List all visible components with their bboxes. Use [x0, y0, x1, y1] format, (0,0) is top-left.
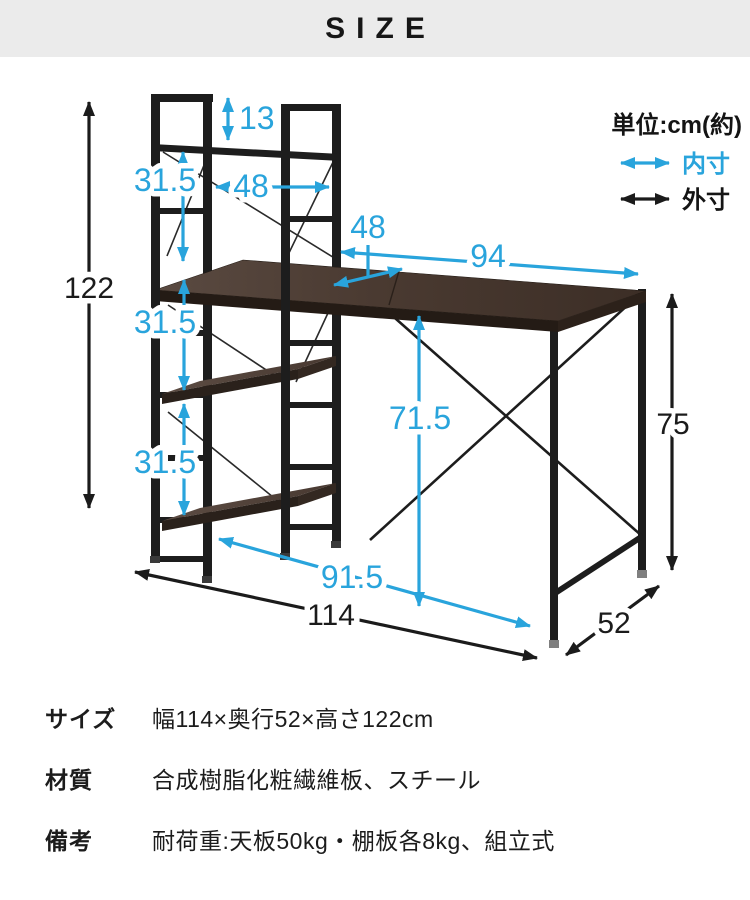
- dim-label-desktop-inner-depth: 48: [350, 209, 386, 245]
- spec-label-notes: 備考: [45, 828, 93, 854]
- desk-front-right-leg: [550, 318, 558, 640]
- dim-label-desktop-inner-width: 94: [470, 238, 506, 274]
- dim-desktop-inner-width: 94: [340, 233, 639, 280]
- dim-overall-depth: 52: [565, 584, 660, 657]
- spec-value-size: 幅114×奥行52×高さ122cm: [152, 706, 434, 732]
- spec-row-notes: 備考 耐荷重:天板50kg・棚板各8kg、組立式: [45, 822, 725, 856]
- tower-top-crossbar: [152, 144, 341, 161]
- dim-overall-height: 122: [58, 101, 120, 509]
- dim-label-overall-width: 114: [307, 599, 355, 632]
- shelf-boards: [162, 356, 336, 531]
- dim-label-overall-depth: 52: [597, 607, 630, 640]
- dim-top-gap: 13: [222, 97, 275, 141]
- tower-left-top-bar: [151, 94, 213, 102]
- outer-label: 外寸: [682, 186, 730, 214]
- dimension-annotations: 13 31.5 48 31.5 31.5 48 94: [58, 97, 695, 661]
- dim-label-section1: 31.5: [134, 162, 196, 198]
- spec-value-material: 合成樹脂化粧繊維板、スチール: [152, 767, 481, 793]
- tower-left-front-post: [151, 94, 160, 556]
- dim-label-section3: 31.5: [134, 444, 196, 480]
- spec-table: サイズ 幅114×奥行52×高さ122cm 材質 合成樹脂化粧繊維板、スチール …: [45, 700, 725, 883]
- spec-row-size: サイズ 幅114×奥行52×高さ122cm: [45, 700, 725, 734]
- desk-back-right-leg: [638, 289, 646, 572]
- bottom-shelf: [162, 483, 336, 531]
- dim-label-section2: 31.5: [134, 304, 196, 340]
- middle-shelf: [162, 356, 336, 404]
- desk-top-right-edge: [558, 291, 646, 332]
- desk-back-right-foot: [637, 570, 647, 578]
- tower-foot-4: [331, 541, 341, 548]
- dim-section2: 31.5: [128, 279, 202, 391]
- dim-label-shelf-inner-width: 48: [233, 168, 269, 204]
- dim-label-inner-span: 91.5: [321, 559, 383, 595]
- tower-right-rungs: [290, 216, 332, 530]
- page-title: SIZE: [325, 11, 436, 45]
- dim-label-under-desk-height: 71.5: [389, 400, 451, 436]
- dim-section1: 31.5: [128, 151, 202, 262]
- inner-label: 内寸: [682, 151, 730, 178]
- dim-section3: 31.5: [128, 403, 202, 516]
- spec-label-size: サイズ: [45, 706, 117, 732]
- dim-label-top-gap: 13: [239, 100, 275, 136]
- dim-label-desk-height: 75: [656, 408, 689, 441]
- unit-note: 単位:cm(約): [611, 111, 742, 139]
- desk-front-right-foot: [549, 640, 559, 648]
- spec-row-material: 材質 合成樹脂化粧繊維板、スチール: [45, 761, 725, 795]
- spec-value-notes: 耐荷重:天板50kg・棚板各8kg、組立式: [152, 828, 555, 854]
- tower-right-top-bar: [281, 104, 341, 111]
- dim-label-overall-height: 122: [64, 272, 114, 305]
- legend: 単位:cm(約) 内寸 外寸: [611, 111, 742, 214]
- tower-right-front-post: [281, 104, 290, 553]
- dim-overall-width: 114: [134, 569, 538, 661]
- dim-inner-span: 91.5: [218, 536, 531, 629]
- size-banner: SIZE: [0, 0, 750, 57]
- tower-foot-1: [150, 556, 160, 563]
- spec-label-material: 材質: [45, 767, 93, 793]
- dim-shelf-inner-width: 48: [215, 163, 330, 210]
- dim-desk-height: 75: [651, 293, 695, 571]
- tower-left-back-post: [203, 94, 212, 576]
- tower-foot-2: [202, 576, 212, 583]
- desk-top-front-edge: [155, 290, 558, 332]
- tower-right-back-post: [332, 104, 341, 541]
- desk-stretcher: [553, 533, 642, 598]
